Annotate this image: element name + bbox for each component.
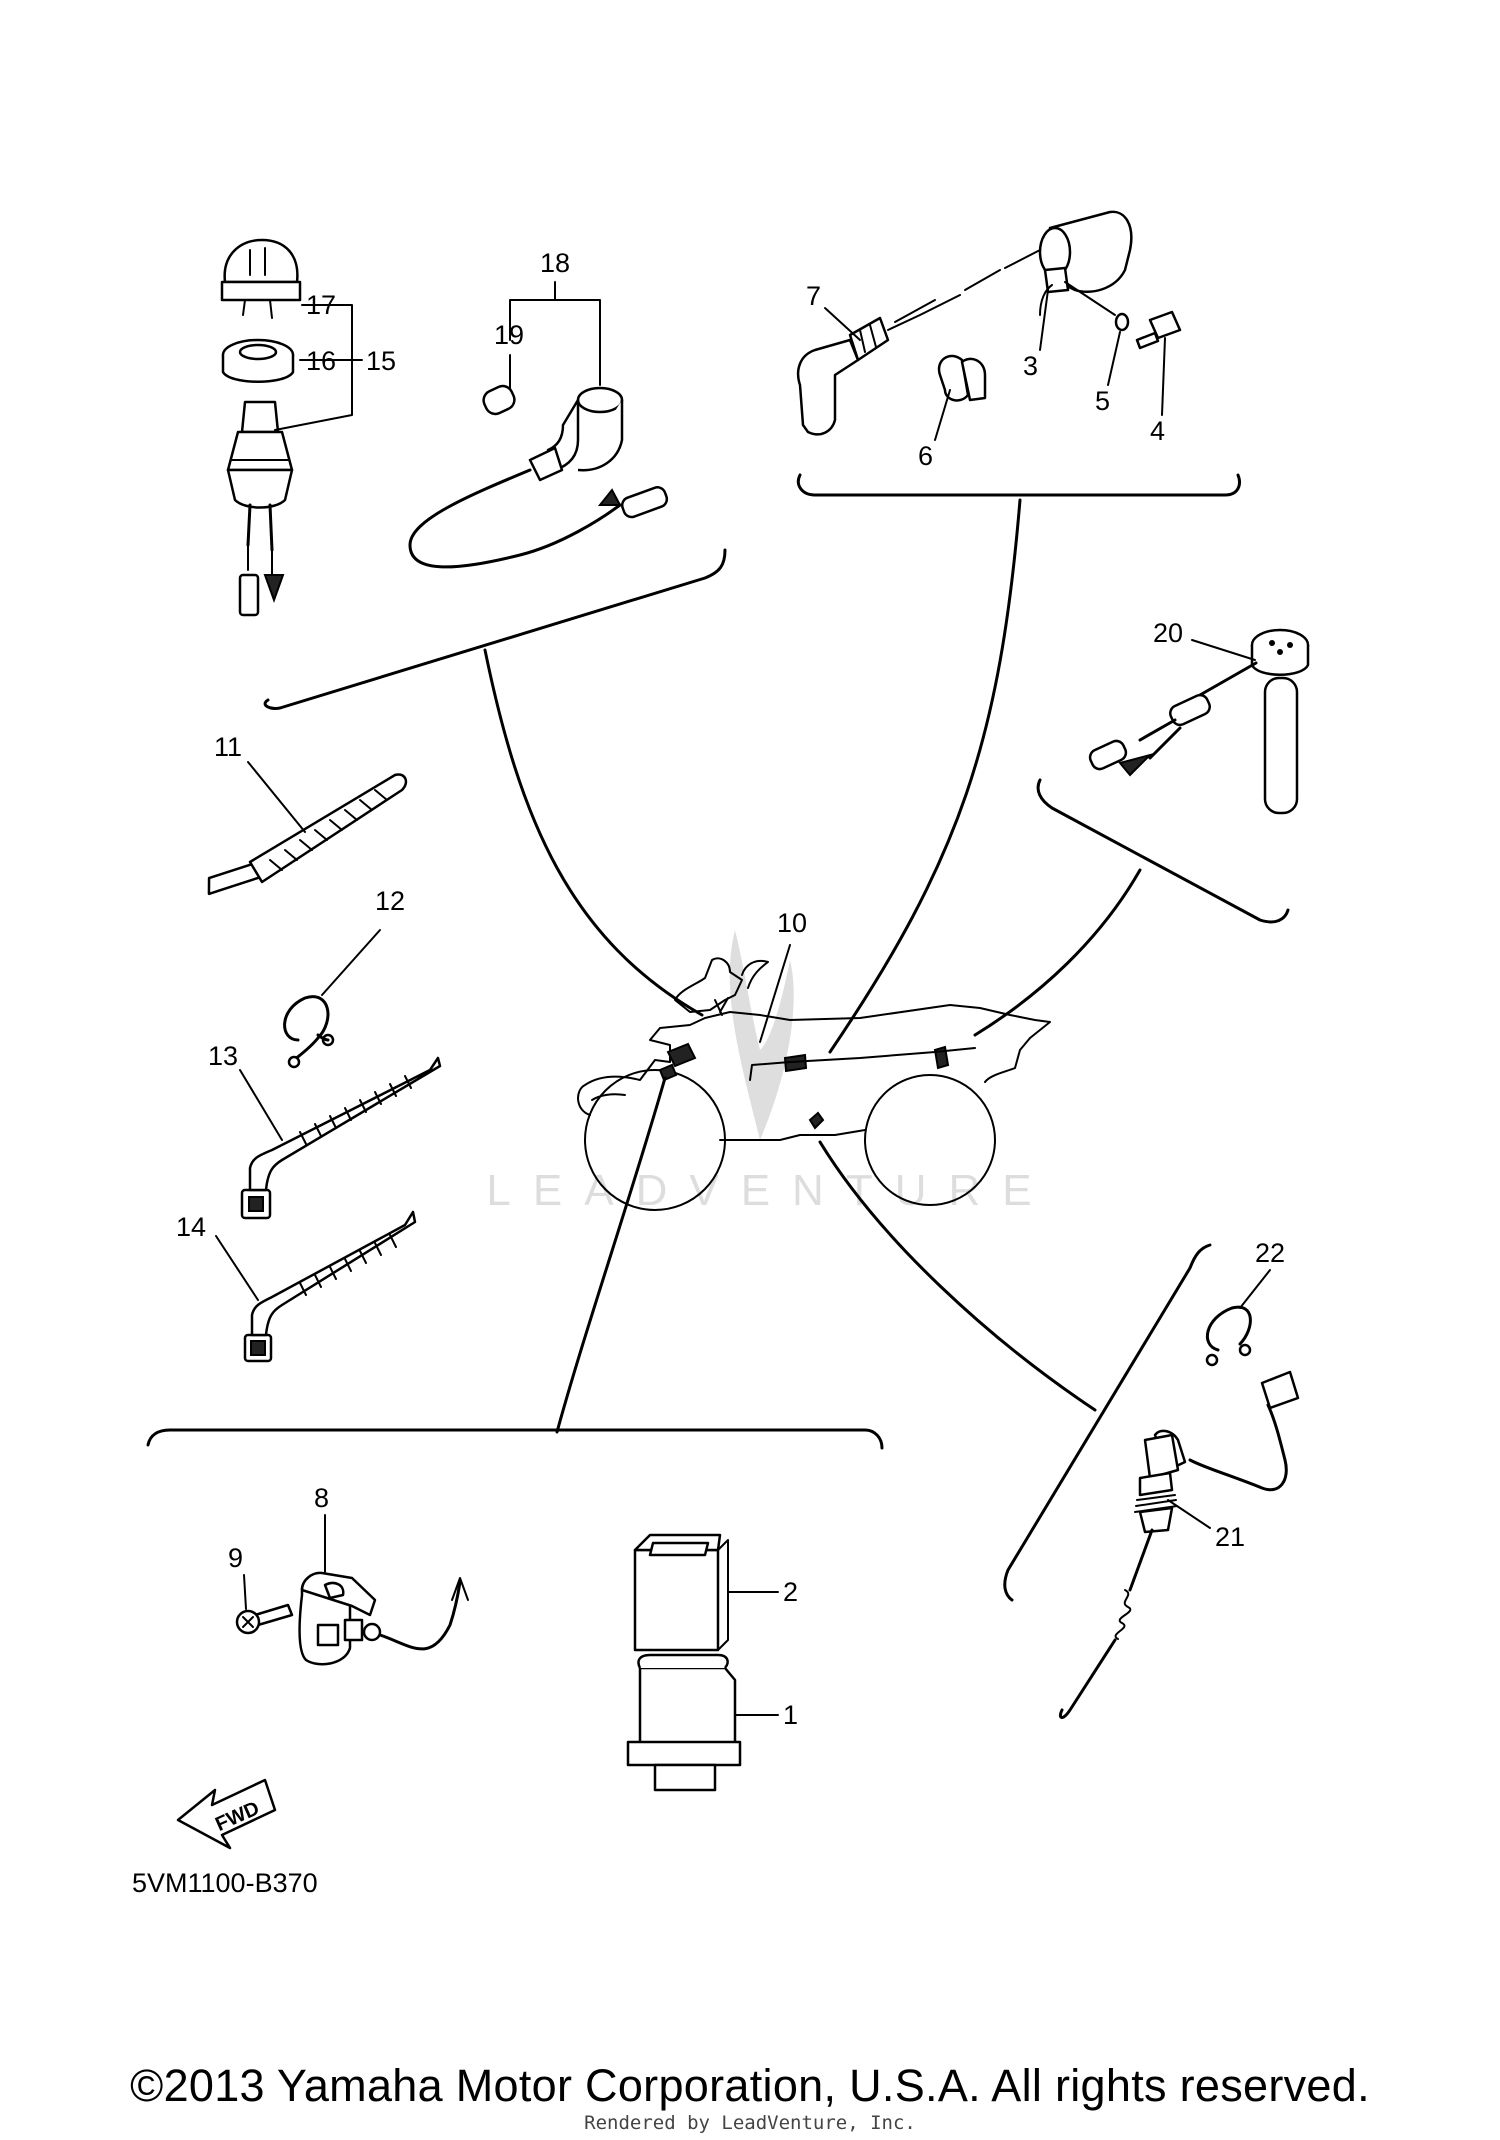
leader-12 bbox=[321, 929, 381, 996]
leader-3 bbox=[1039, 289, 1049, 351]
callout-18: 18 bbox=[540, 248, 570, 278]
watermark-text: LEADVENTURE bbox=[486, 1166, 1053, 1215]
leader-7 bbox=[824, 307, 861, 341]
leader-21 bbox=[1167, 1499, 1211, 1529]
leader-14 bbox=[215, 1235, 259, 1301]
watermark: LEADVENTURE bbox=[486, 930, 1053, 1215]
callout-6: 6 bbox=[918, 441, 933, 471]
leader-22 bbox=[1239, 1269, 1271, 1309]
callout-5: 5 bbox=[1095, 386, 1110, 416]
part-1-relay[interactable] bbox=[626, 1653, 742, 1792]
part-6-clamp[interactable] bbox=[937, 354, 987, 402]
leader-20 bbox=[1191, 639, 1256, 661]
leader-6 bbox=[934, 389, 951, 441]
part-15-switch-body[interactable] bbox=[226, 400, 294, 617]
callout-7: 7 bbox=[806, 281, 821, 311]
callout-4: 4 bbox=[1150, 416, 1165, 446]
callout-22: 22 bbox=[1255, 1238, 1285, 1268]
callout-20: 20 bbox=[1153, 618, 1183, 648]
connector-sender-group bbox=[973, 868, 1142, 1037]
leader-9 bbox=[243, 1574, 247, 1610]
part-17-key[interactable] bbox=[220, 238, 302, 319]
part-20-sender[interactable] bbox=[1087, 628, 1310, 815]
group-bracket-top-right bbox=[796, 473, 1241, 497]
part-7-spark-plug-cap[interactable] bbox=[796, 249, 1041, 436]
callout-13: 13 bbox=[208, 1041, 238, 1071]
callout-15: 15 bbox=[366, 346, 396, 376]
part-4-bolt[interactable] bbox=[1135, 310, 1182, 350]
callout-19: 19 bbox=[494, 320, 524, 350]
callout-21: 21 bbox=[1215, 1522, 1245, 1552]
group-bracket-bottom bbox=[146, 1428, 884, 1450]
part-18-plug-cap[interactable] bbox=[408, 386, 669, 569]
leader-13 bbox=[239, 1069, 283, 1141]
leader-4 bbox=[1161, 337, 1166, 416]
rendered-by-notice: Rendered by LeadVenture, Inc. bbox=[584, 2112, 916, 2134]
part-8-sensor[interactable] bbox=[298, 1571, 469, 1666]
callout-12: 12 bbox=[375, 886, 405, 916]
callout-2: 2 bbox=[783, 1577, 798, 1607]
part-14-cable-tie[interactable] bbox=[243, 1210, 417, 1363]
atv-outline bbox=[577, 957, 1051, 1211]
connector-ignition-group bbox=[483, 648, 704, 1017]
leader-15-16-17 bbox=[274, 304, 363, 431]
leader-10 bbox=[759, 944, 791, 1043]
copyright-notice: ©2013 Yamaha Motor Corporation, U.S.A. A… bbox=[130, 2060, 1370, 2111]
part-19-cap-nut[interactable] bbox=[480, 354, 517, 417]
group-bracket-top-left bbox=[263, 548, 727, 710]
connector-switch-group bbox=[818, 1140, 1097, 1412]
part-12-clip[interactable] bbox=[283, 995, 335, 1069]
part-13-cable-tie[interactable] bbox=[240, 1056, 442, 1220]
callout-11: 11 bbox=[214, 732, 242, 762]
part-21-switch[interactable] bbox=[1058, 1370, 1300, 1719]
group-bracket-bottom-right bbox=[1003, 1243, 1212, 1602]
fwd-arrow-icon: FWD bbox=[176, 1778, 277, 1850]
callout-9: 9 bbox=[228, 1543, 243, 1573]
part-5-washer[interactable] bbox=[1114, 312, 1130, 332]
callout-10: 10 bbox=[777, 908, 807, 938]
connector-relay-group bbox=[555, 1076, 667, 1434]
callout-3: 3 bbox=[1023, 351, 1038, 381]
part-16-nut[interactable] bbox=[221, 338, 295, 383]
drawing-code: 5VM1100-B370 bbox=[132, 1868, 318, 1898]
group-bracket-right bbox=[1036, 778, 1290, 924]
callout-14: 14 bbox=[176, 1212, 206, 1242]
callout-8: 8 bbox=[314, 1483, 329, 1513]
part-2-cover[interactable] bbox=[633, 1533, 729, 1652]
leader-11 bbox=[247, 761, 306, 833]
part-22-clip[interactable] bbox=[1205, 1305, 1252, 1367]
connector-coil-group bbox=[828, 498, 1022, 1054]
leader-5 bbox=[1107, 331, 1121, 386]
callout-17: 17 bbox=[306, 290, 336, 320]
part-11-cable-tie[interactable] bbox=[204, 773, 408, 896]
part-9-screw[interactable] bbox=[235, 1603, 294, 1635]
callout-1: 1 bbox=[783, 1700, 798, 1730]
callout-16: 16 bbox=[306, 346, 336, 376]
part-3-ignition-coil[interactable] bbox=[1038, 210, 1133, 316]
leader-3-5 bbox=[1064, 281, 1116, 316]
leader-18 bbox=[509, 281, 601, 386]
